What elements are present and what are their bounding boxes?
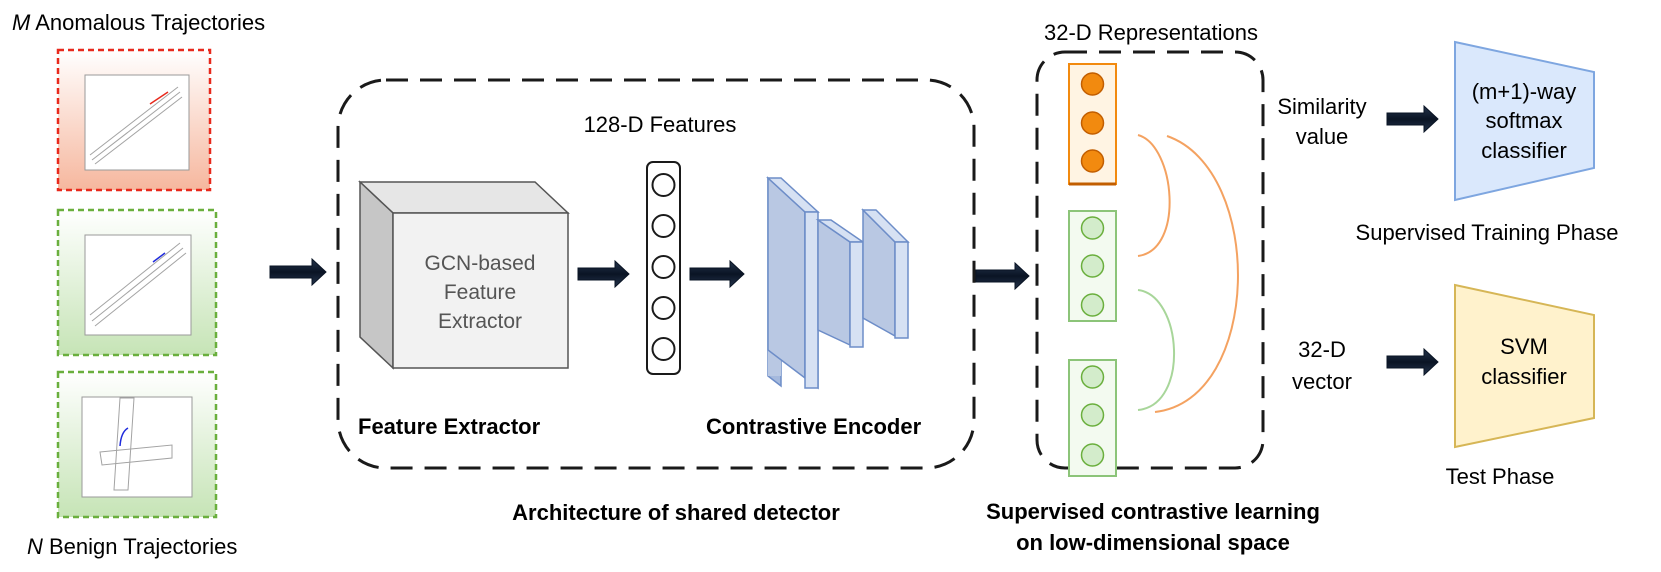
gcn-label-line1: GCN-based	[425, 252, 536, 275]
shared-detector-boundary	[336, 78, 976, 470]
anomalous-trajectory-panel	[56, 48, 212, 192]
benign-path-2	[119, 427, 129, 447]
similarity-label-line2: value	[1296, 124, 1349, 149]
benign-path	[152, 252, 166, 263]
green-node	[1080, 365, 1105, 389]
softmax-classifier: (m+1)-way softmax classifier	[1454, 40, 1595, 202]
representations-caption-line1: Supervised contrastive learning	[986, 499, 1320, 524]
benign-trajectory-panel-2	[56, 370, 218, 519]
shared-detector-caption: Architecture of shared detector	[512, 500, 840, 525]
anomalous-trajectories-label: M Anomalous Trajectories	[12, 10, 265, 35]
gcn-label-line3: Extractor	[438, 310, 522, 333]
feature-node	[651, 214, 676, 238]
benign-representation-1	[1068, 210, 1117, 322]
vector-label-line2: vector	[1292, 369, 1352, 394]
softmax-label-line2: softmax	[1485, 108, 1562, 133]
green-node	[1080, 293, 1105, 317]
arrow-detector-to-representations	[975, 261, 1030, 291]
benign-trajectories-label: N Benign Trajectories	[27, 534, 237, 559]
contrastive-encoder-label: Contrastive Encoder	[706, 414, 922, 439]
anomalous-path	[149, 91, 169, 105]
representations-title: 32-D Representations	[1044, 20, 1258, 45]
arrow-features-to-encoder	[689, 259, 745, 289]
benign-trajectory-panel-1	[56, 208, 218, 357]
softmax-label-line3: classifier	[1481, 138, 1567, 163]
arc-orange-near	[1137, 134, 1171, 257]
green-node	[1080, 254, 1105, 278]
benign-representation-2	[1068, 359, 1117, 477]
softmax-label-line1: (m+1)-way	[1472, 79, 1577, 104]
arrow-to-svm	[1386, 347, 1439, 377]
green-node	[1080, 403, 1105, 427]
green-node	[1080, 443, 1105, 467]
orange-node	[1080, 72, 1105, 96]
gcn-feature-extractor-block: GCN-based Feature Extractor	[358, 180, 570, 370]
training-phase-label: Supervised Training Phase	[1356, 220, 1619, 245]
svm-label-line1: SVM	[1500, 334, 1548, 359]
feature-node	[651, 337, 676, 361]
feature-vector-128d	[646, 161, 681, 375]
arrow-to-softmax	[1386, 104, 1439, 134]
arrow-gcn-to-features	[577, 259, 630, 289]
representations-caption-line2: on low-dimensional space	[1016, 530, 1290, 555]
arc-orange-far	[1154, 135, 1239, 413]
feature-node	[651, 255, 676, 279]
feature-node	[651, 296, 676, 320]
svm-classifier: SVM classifier	[1454, 283, 1595, 449]
features-128d-label: 128-D Features	[584, 112, 737, 137]
orange-node	[1080, 111, 1105, 135]
green-node	[1080, 216, 1105, 240]
orange-node	[1080, 149, 1105, 173]
representations-boundary	[1035, 50, 1265, 470]
feature-extractor-label: Feature Extractor	[358, 414, 541, 439]
arrow-input-to-detector	[269, 257, 327, 287]
anomalous-representation	[1068, 63, 1117, 186]
similarity-label-line1: Similarity	[1277, 94, 1366, 119]
test-phase-label: Test Phase	[1446, 464, 1555, 489]
contrastive-encoder-block	[766, 176, 910, 390]
vector-label-line1: 32-D	[1298, 337, 1346, 362]
svm-label-line2: classifier	[1481, 364, 1567, 389]
arc-green	[1137, 289, 1176, 411]
gcn-label-line2: Feature	[444, 281, 516, 304]
feature-node	[651, 173, 676, 197]
